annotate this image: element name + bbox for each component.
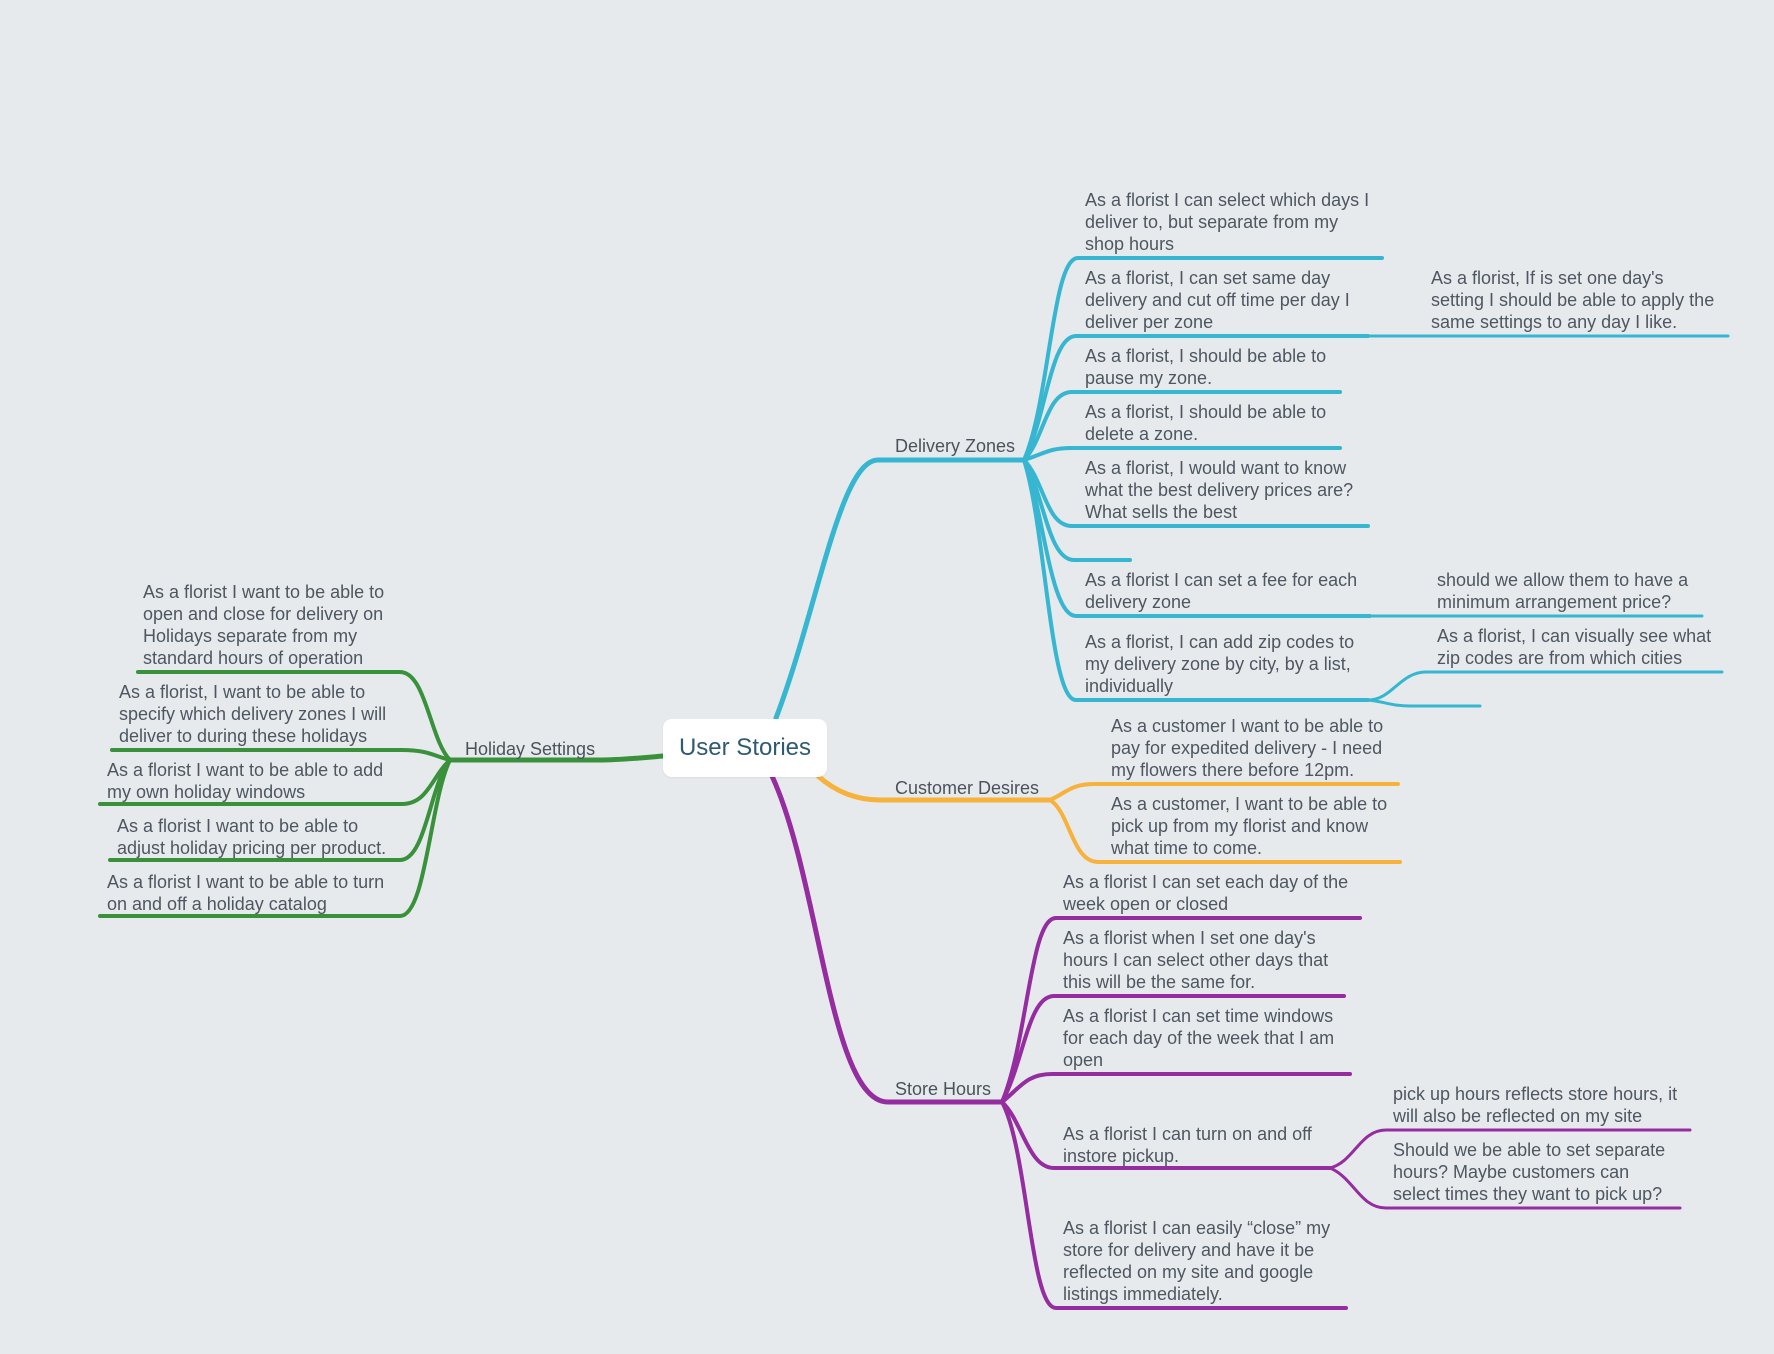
connector-holiday-4 [108, 758, 452, 862]
delivery-item[interactable]: As a florist, I can add zip codes to my … [1085, 632, 1355, 696]
delivery-subitem[interactable]: should we allow them to have a minimum a… [1437, 570, 1689, 612]
connector-store-5 [1000, 1100, 1348, 1310]
delivery-subitem[interactable]: As a florist, I can visually see what zi… [1437, 626, 1712, 668]
store-item[interactable]: As a florist I can easily “close” my sto… [1063, 1218, 1331, 1304]
connector-customer-2 [1048, 798, 1402, 864]
holiday-item[interactable]: As a florist, I want to be able to speci… [119, 682, 387, 746]
connector-delivery-sub-4 [1366, 698, 1482, 708]
connector-delivery-4 [1022, 446, 1342, 462]
customer-item[interactable]: As a customer I want to be able to pay f… [1111, 716, 1384, 780]
delivery-item[interactable]: As a florist, I should be able to pause … [1085, 346, 1327, 388]
topic-store-hours[interactable]: Store Hours [895, 1079, 992, 1099]
connector-holiday-5 [98, 758, 452, 918]
connector-store-sub-1 [1328, 1128, 1692, 1170]
central-topic[interactable]: User Stories [663, 719, 827, 777]
connector-store-3 [1000, 1072, 1352, 1104]
topic-customer-desires[interactable]: Customer Desires [895, 778, 1040, 798]
connector-delivery-sub-3 [1366, 670, 1724, 702]
store-item[interactable]: As a florist I can set each day of the w… [1063, 872, 1349, 914]
customer-item[interactable]: As a customer, I want to be able to pick… [1111, 794, 1388, 858]
store-subitem[interactable]: pick up hours reflects store hours, it w… [1393, 1084, 1678, 1126]
connector-root-holiday [447, 753, 666, 763]
store-item[interactable]: As a florist I can set time windows for … [1063, 1006, 1335, 1070]
connector-customer-1 [1048, 782, 1400, 802]
holiday-item[interactable]: As a florist I want to be able to open a… [143, 582, 385, 668]
connector-holiday-2 [110, 748, 452, 762]
connector-store-4 [1000, 1100, 1332, 1170]
store-subitem[interactable]: Should we be able to set separate hours?… [1393, 1140, 1666, 1204]
delivery-item[interactable]: As a florist, I can set same day deliver… [1085, 268, 1350, 332]
delivery-item[interactable]: As a florist I can set a fee for each de… [1085, 570, 1358, 612]
connector-delivery-8 [1022, 458, 1370, 702]
delivery-item[interactable]: As a florist, I should be able to delete… [1085, 402, 1327, 444]
connector-delivery-3 [1022, 390, 1342, 462]
connector-root-delivery [773, 457, 1027, 721]
central-topic-label: User Stories [678, 734, 812, 761]
connector-root-customer [815, 773, 1053, 803]
topic-holiday-settings[interactable]: Holiday Settings [465, 739, 596, 759]
delivery-item[interactable]: As a florist I can select which days I d… [1085, 190, 1370, 254]
store-item[interactable]: As a florist I can turn on and off insto… [1063, 1124, 1312, 1166]
holiday-item[interactable]: As a florist I want to be able to turn o… [107, 872, 385, 914]
delivery-subitem[interactable]: As a florist, If is set one day's settin… [1431, 268, 1715, 332]
topic-delivery-zones[interactable]: Delivery Zones [895, 436, 1016, 456]
store-item[interactable]: As a florist when I set one day's hours … [1063, 928, 1329, 992]
connector-delivery-5 [1022, 458, 1370, 528]
connector-store-sub-2 [1328, 1166, 1682, 1210]
connector-root-store [769, 773, 1005, 1105]
delivery-item[interactable]: As a florist, I would want to know what … [1085, 458, 1354, 522]
holiday-item[interactable]: As a florist I want to be able to add my… [107, 760, 384, 802]
connector-holiday-1 [136, 670, 452, 762]
connector-store-1 [1000, 916, 1362, 1104]
connector-store-2 [1000, 994, 1346, 1104]
connector-delivery-2 [1022, 334, 1370, 462]
holiday-item[interactable]: As a florist I want to be able to adjust… [117, 816, 387, 858]
